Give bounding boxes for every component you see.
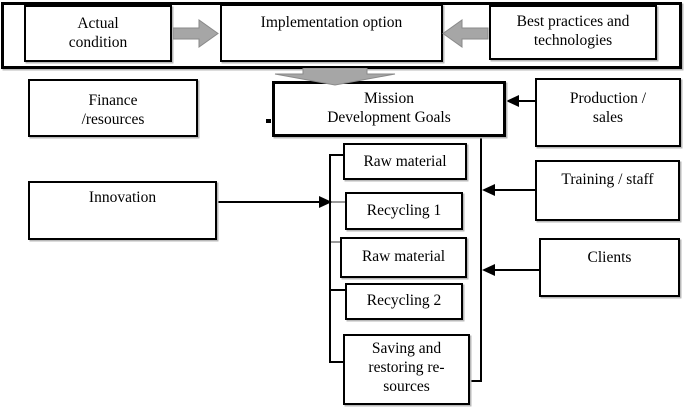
block-arrow-right-icon xyxy=(173,19,219,48)
node-best-practices: Best practices and technologies xyxy=(489,5,657,60)
node-raw-material-2: Raw material xyxy=(340,237,467,278)
node-implementation-option: Implementation option xyxy=(220,4,443,62)
bracket-tick-raw-material-1 xyxy=(331,154,344,156)
node-clients: Clients xyxy=(539,238,680,297)
node-raw-material-1: Raw material xyxy=(343,143,467,180)
node-actual-condition: Actual condition xyxy=(24,5,172,62)
arrow-innovation-to-process-line xyxy=(216,201,321,203)
node-innovation: Innovation xyxy=(28,181,217,240)
connector-stub xyxy=(266,119,271,123)
arrowhead-left-icon xyxy=(506,95,519,107)
arrow-clients-to-process-line xyxy=(493,269,539,271)
node-training-staff: Training / staff xyxy=(535,160,680,221)
connector-mission-to-saving-vertical xyxy=(480,137,482,382)
connector-into-saving xyxy=(470,380,482,382)
arrowhead-left-icon xyxy=(482,184,495,196)
block-arrow-down-icon xyxy=(274,68,396,86)
arrow-training-to-process-line xyxy=(493,189,535,191)
node-saving-restoring-resources: Saving and restoring re- sources xyxy=(343,334,470,405)
arrow-production-to-mission-line xyxy=(517,100,535,102)
arrowhead-left-icon xyxy=(482,264,495,276)
node-production-sales: Production / sales xyxy=(535,78,681,147)
bracket-tick-recycling-1 xyxy=(331,201,346,203)
node-recycling-2: Recycling 2 xyxy=(345,283,463,320)
node-mission-development-goals: Mission Development Goals xyxy=(272,81,506,137)
process-bracket-line xyxy=(329,154,331,363)
node-recycling-1: Recycling 1 xyxy=(345,192,463,230)
bracket-tick-raw-material-2 xyxy=(331,241,341,243)
block-arrow-left-icon xyxy=(442,19,489,48)
bracket-tick-recycling-2 xyxy=(331,289,346,291)
bracket-tick-saving xyxy=(331,361,344,363)
arrowhead-right-icon xyxy=(319,196,332,208)
node-finance-resources: Finance /resources xyxy=(28,79,198,137)
